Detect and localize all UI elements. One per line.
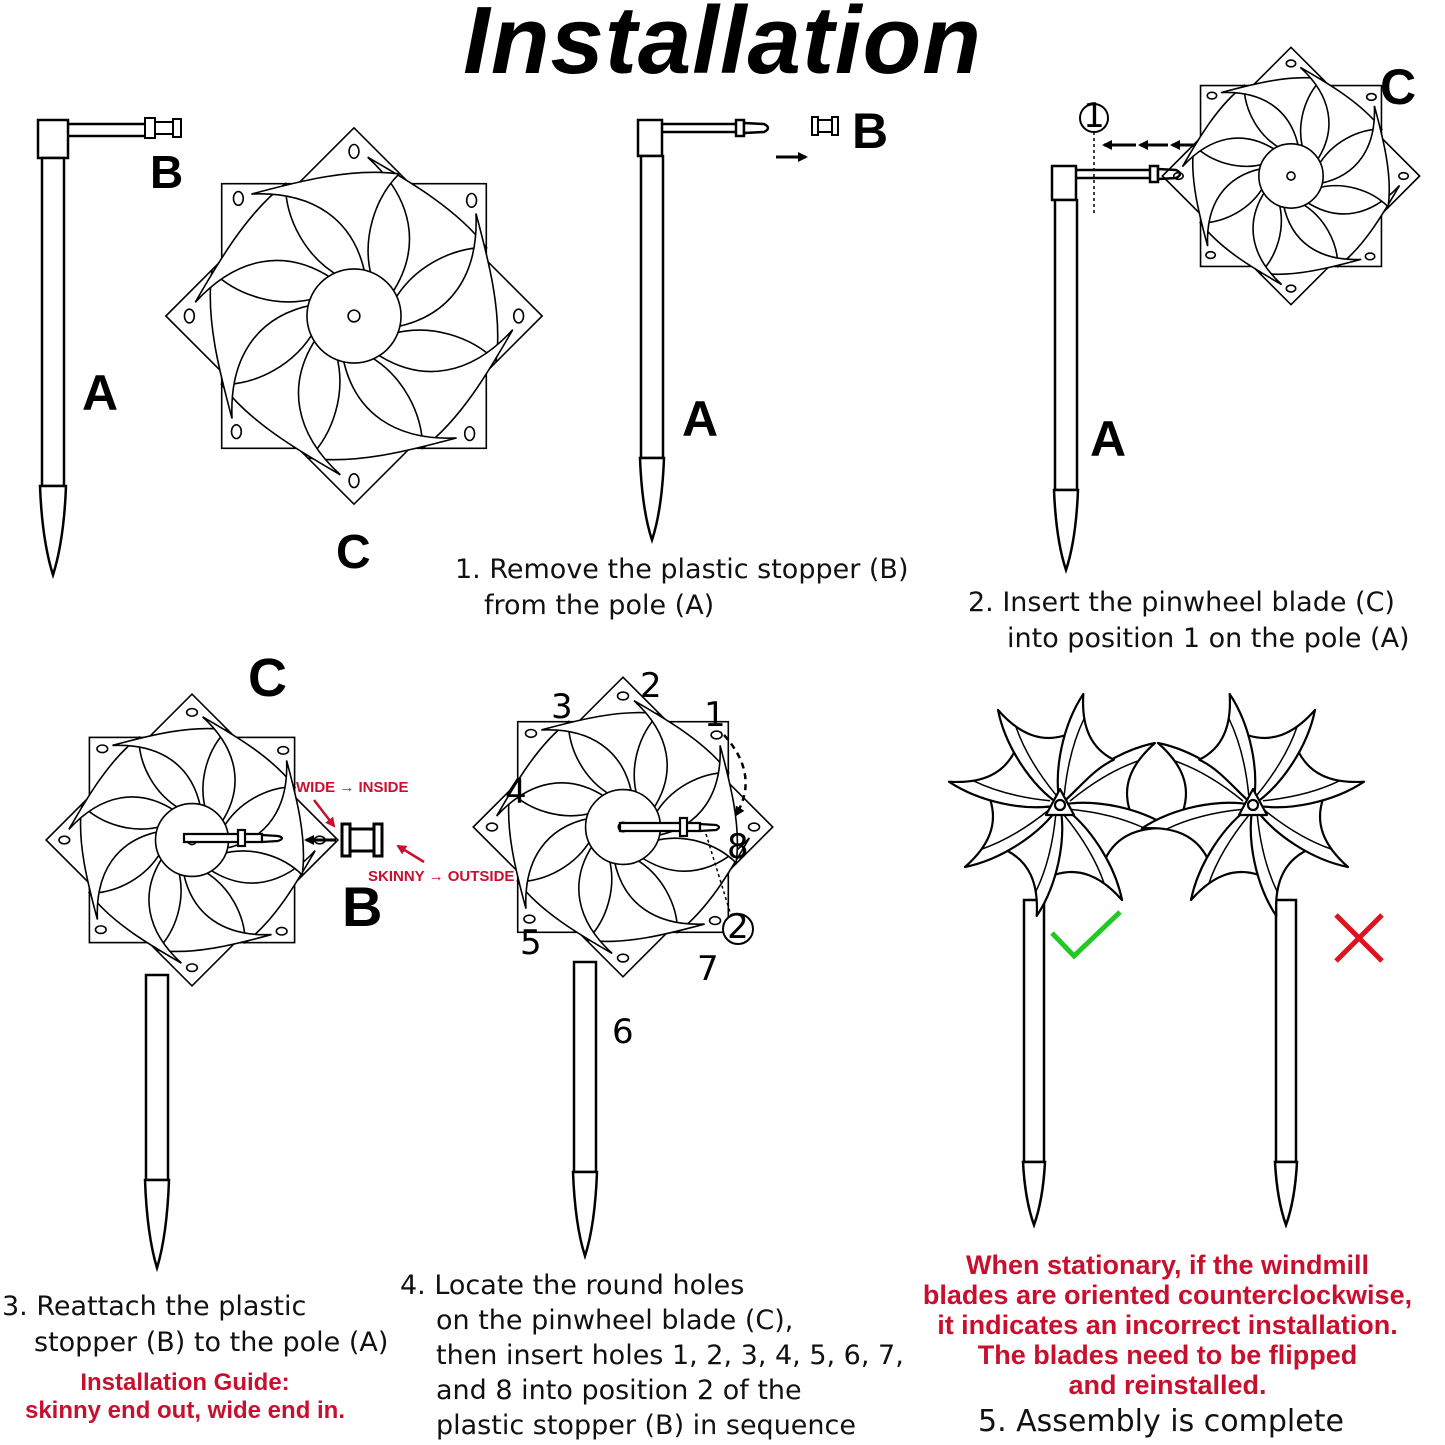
- pinwheel-correct: [947, 692, 1173, 918]
- incorrect-installation-warning: When stationary, if the windmill blades …: [922, 1250, 1413, 1400]
- position-2-label: 2: [727, 907, 749, 947]
- hole-number-4: 4: [505, 772, 527, 812]
- pole-correct: [1021, 898, 1047, 1229]
- step1-caption: 1. Remove the plastic stopper (B) from t…: [455, 554, 909, 621]
- position-1-marker: [1079, 103, 1109, 133]
- axle-panel5: [618, 816, 721, 838]
- pinwheel-blade-c-panel3: [1161, 46, 1421, 306]
- installation-guide: Installation Guide: skinny end out, wide…: [24, 1369, 346, 1424]
- pinwheel-blade-c-panel4: [44, 692, 340, 988]
- position-1-label: 1: [1083, 96, 1105, 136]
- label-a-panel1: A: [82, 365, 118, 421]
- step2-caption: 2. Insert the pinwheel blade (C) into po…: [968, 587, 1410, 654]
- stopper-b-panel2: [811, 116, 839, 136]
- pinwheel-blade-c-panel1: [164, 126, 544, 506]
- pole-a-panel3: [1050, 164, 1182, 574]
- wide-inside-callout: WIDE → INSIDE: [296, 779, 409, 796]
- hole-number-8: 8: [727, 827, 749, 867]
- position-2-marker: [722, 913, 754, 945]
- label-c-panel4: C: [248, 648, 287, 708]
- check-icon: [1050, 910, 1122, 960]
- label-c-panel1: C: [336, 526, 371, 579]
- step5-caption: 5. Assembly is complete: [978, 1404, 1344, 1439]
- label-b-panel2: B: [852, 103, 888, 159]
- axle-panel4: [182, 828, 284, 848]
- pole-a-panel5: [571, 960, 599, 1261]
- hole-number-7: 7: [697, 949, 719, 989]
- position-2-guide: [705, 833, 731, 913]
- hole-number-5: 5: [520, 923, 542, 963]
- label-b-panel4: B: [342, 875, 382, 938]
- label-b-panel1: B: [150, 146, 183, 198]
- label-a-panel3: A: [1090, 411, 1126, 467]
- step3-caption: 3. Reattach the plastic stopper (B) to t…: [2, 1291, 389, 1358]
- hole-sequence-arrow: [723, 734, 747, 817]
- pole-a-panel4: [143, 973, 171, 1273]
- stopper-b-panel4: [340, 822, 384, 858]
- hole-number-6: 6: [612, 1012, 634, 1052]
- hole-number-2: 2: [640, 666, 662, 706]
- hole-number-3: 3: [551, 687, 573, 727]
- label-c-panel3: C: [1380, 59, 1416, 115]
- label-a-panel2: A: [682, 391, 718, 447]
- pinwheel-incorrect: [1140, 692, 1366, 918]
- pole-incorrect: [1273, 898, 1299, 1229]
- hole-number-1: 1: [704, 695, 726, 735]
- pole-a-panel2: [636, 118, 770, 544]
- stopper-b-panel1: [144, 117, 182, 139]
- cross-icon: [1334, 913, 1384, 963]
- page-title: Installation: [463, 0, 982, 94]
- step4-caption: 4. Locate the round holes on the pinwhee…: [400, 1270, 904, 1441]
- skinny-outside-callout: SKINNY → OUTSIDE: [368, 868, 514, 885]
- pinwheel-blade-c-panel5: [472, 676, 774, 978]
- pole-a-panel1: [36, 118, 148, 580]
